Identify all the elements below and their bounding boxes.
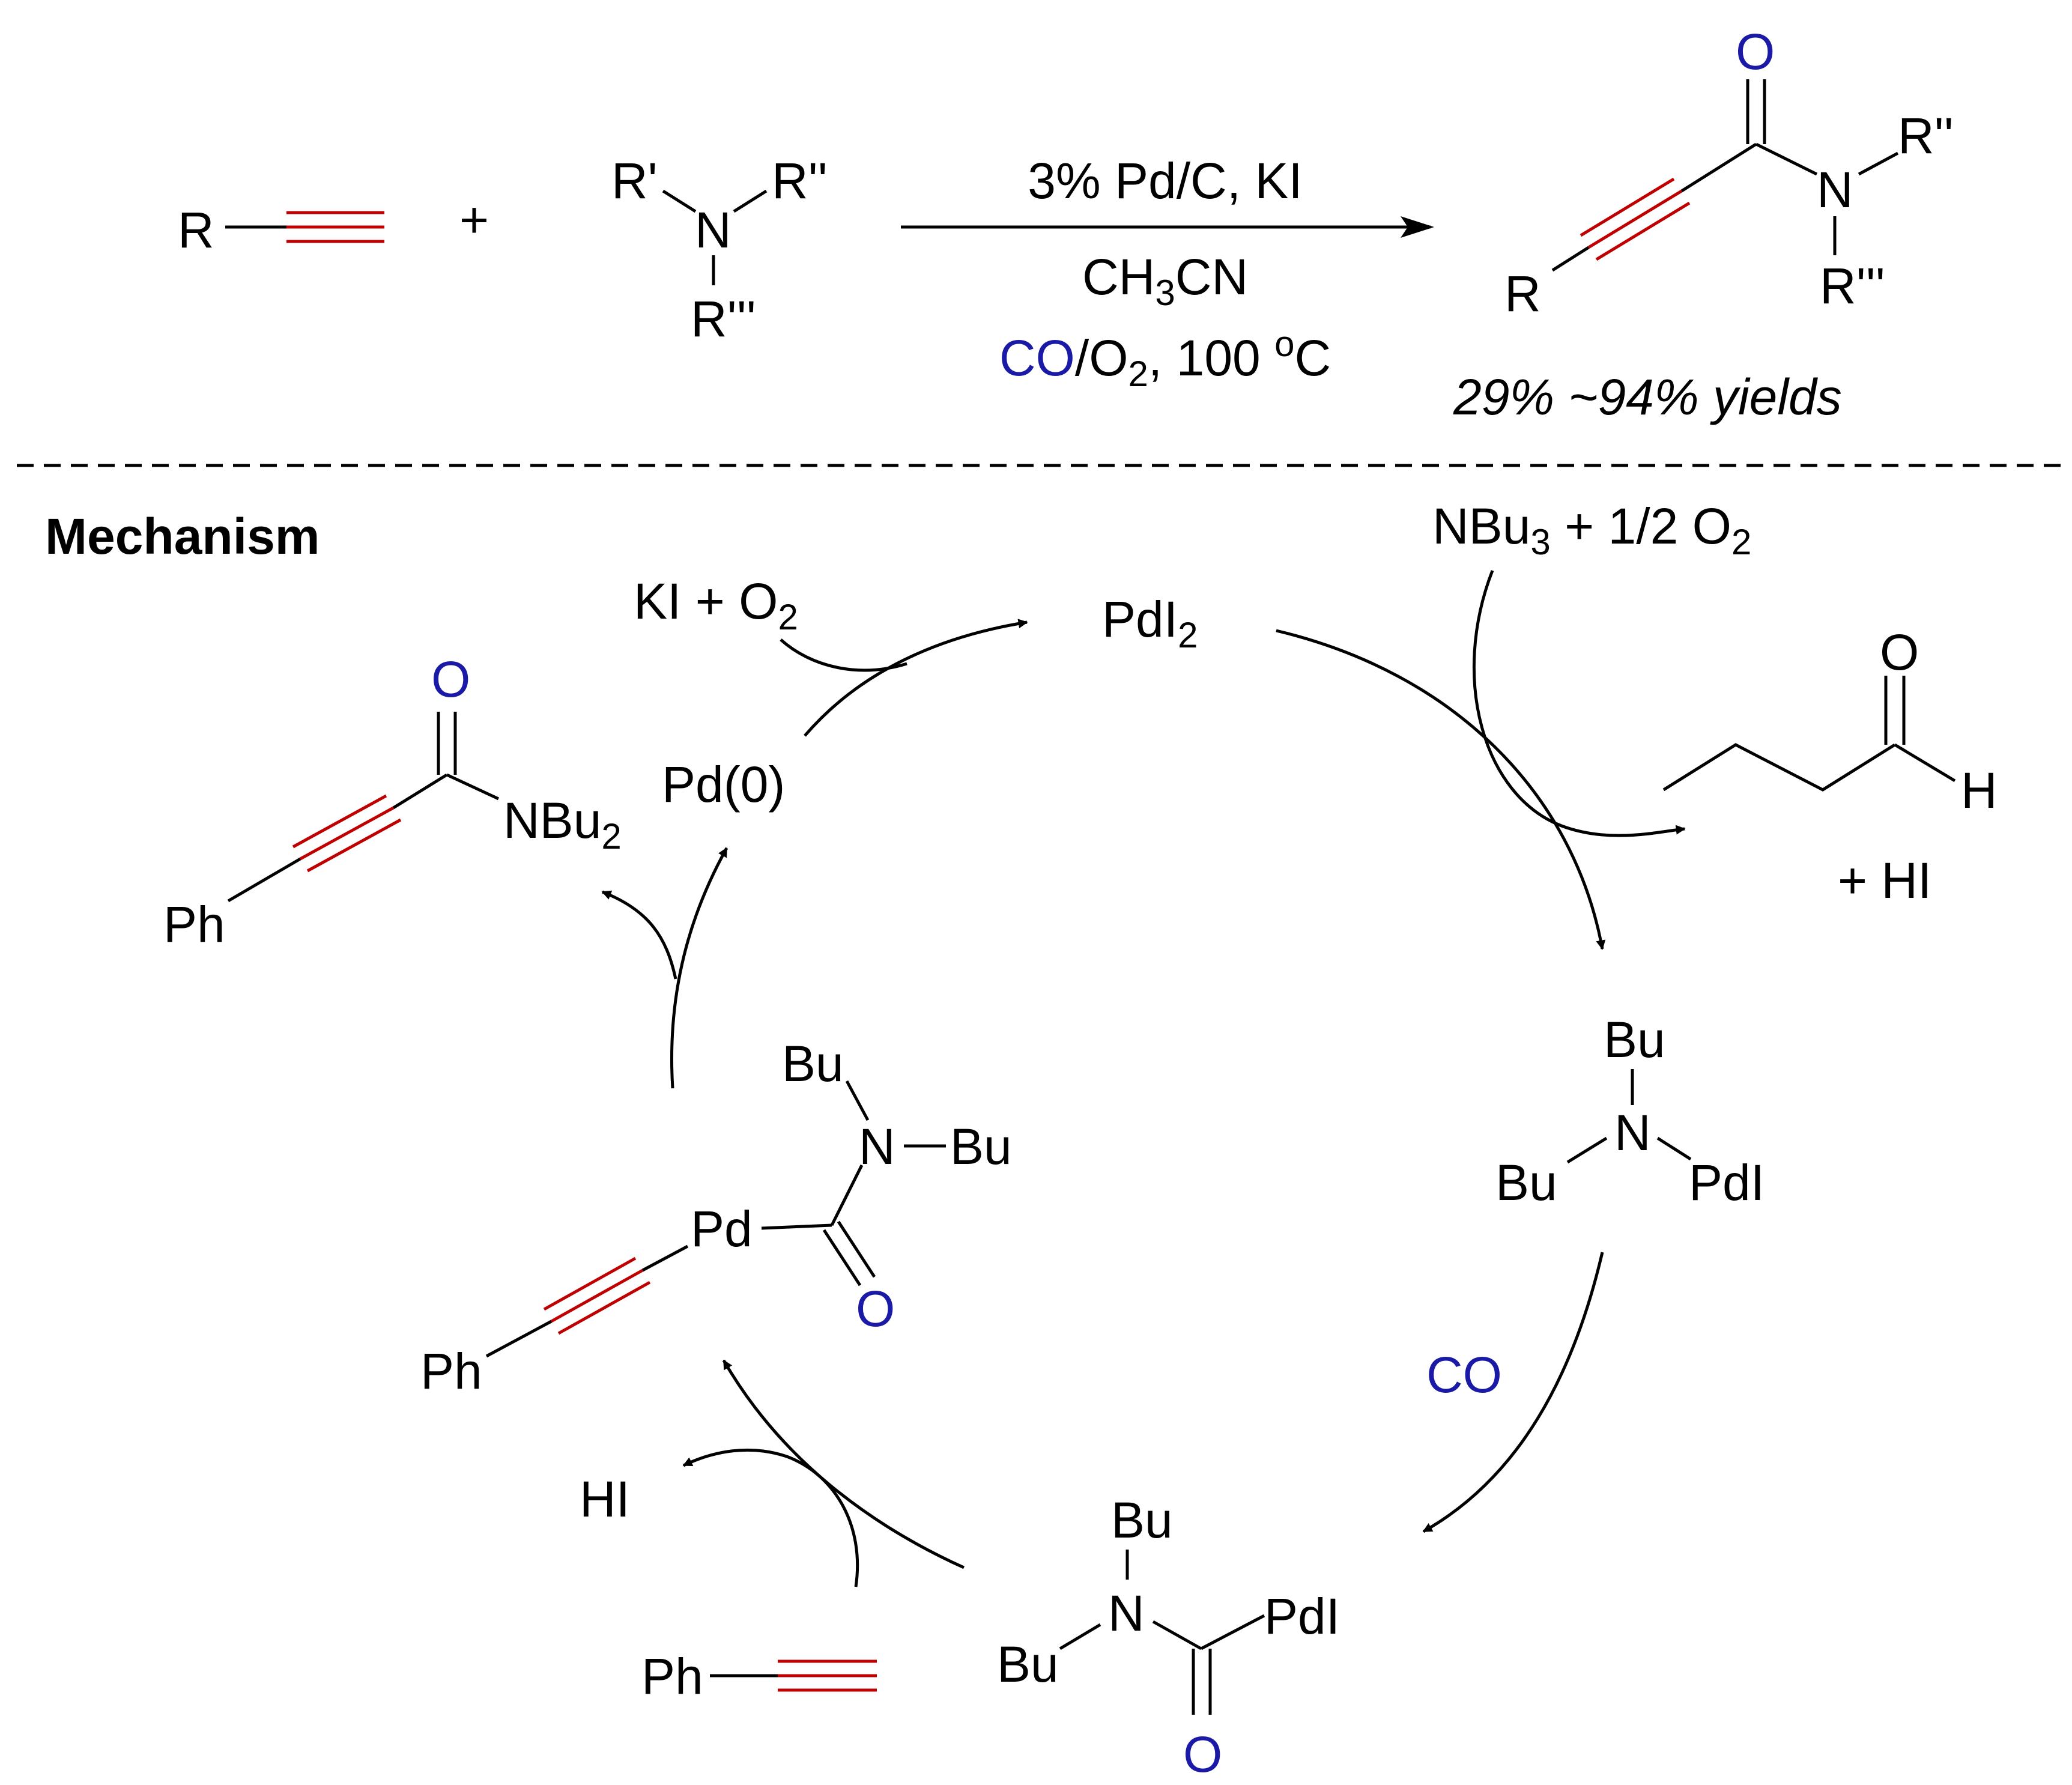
condition-solvent: CH3CN — [1082, 249, 1248, 313]
product-o-label: O — [1736, 23, 1775, 80]
amine-r1-label: R' — [611, 153, 658, 209]
amine-n-label: N — [695, 202, 732, 258]
amide-n-label: NBu2 — [503, 792, 622, 856]
arrow-carbamoyl-to-alkynylpd — [722, 1359, 965, 1569]
mechanism-heading: Mechanism — [45, 508, 320, 565]
phenylacetylene-reagent: Ph — [641, 1648, 877, 1705]
cycle-arrows — [601, 570, 1686, 1587]
triple-bond — [286, 211, 384, 243]
product-n-label: N — [1817, 162, 1853, 218]
arrow-ki-o2-entry — [780, 638, 907, 672]
arrow-pd0-to-pdi2 — [804, 619, 1028, 737]
amido-bu-top: Bu — [1604, 1011, 1665, 1068]
condition-catalyst: 3% Pd/C, KI — [1028, 153, 1303, 209]
carbamoyl-palladium-intermediate: Bu N Bu PdI O — [997, 1492, 1340, 1783]
alkynylpd-n-label: N — [859, 1118, 895, 1175]
alkynylpd-ph-label: Ph — [420, 1343, 482, 1399]
triple-bond — [1580, 177, 1691, 261]
arrow-phenylacetylene-entry-hi-exit — [682, 1448, 859, 1587]
terminal-alkyne-reactant: R — [178, 202, 384, 258]
arrow-pdi2-to-amido — [1276, 629, 1606, 950]
alkynylpd-pd-label: Pd — [691, 1201, 753, 1257]
product-r2-label: R'' — [1898, 108, 1954, 164]
amine-r2-label: R'' — [772, 153, 828, 209]
ynamide-product: O N R'' R''' R — [1504, 23, 1954, 322]
co-reagent: CO — [1426, 1347, 1502, 1403]
pd0-species: Pd(0) — [662, 756, 785, 813]
ki-o2-reagent: KI + O2 — [634, 573, 798, 637]
carbamoyl-n-label: N — [1108, 1585, 1145, 1641]
amide-o-label: O — [431, 651, 470, 708]
amine-reactant: R' R'' N R''' — [611, 153, 828, 347]
aldehyde-h-label: H — [1961, 762, 1998, 819]
butanal-byproduct: O H — [1662, 624, 1998, 819]
alkyne-r-label: R — [178, 202, 214, 258]
phenylacetylene-ph-label: Ph — [641, 1648, 703, 1705]
product-r3-label: R''' — [1820, 258, 1885, 314]
amine-r3-label: R''' — [691, 291, 756, 347]
yield-range: 29% ~94% yields — [1453, 369, 1842, 425]
alkynylpd-bu-right: Bu — [950, 1118, 1012, 1175]
amide-ph-label: Ph — [163, 896, 225, 953]
carbamoyl-bu-left: Bu — [997, 1636, 1059, 1693]
arrow-amido-to-carbamoyl — [1422, 1252, 1604, 1533]
carbamoyl-o-label: O — [1183, 1726, 1222, 1783]
plus-sign: + — [459, 192, 489, 248]
arrow-to-amide-product — [601, 890, 677, 980]
triple-bond — [292, 794, 402, 873]
alkynylpd-bu-top: Bu — [782, 1035, 844, 1092]
amido-bu-left: Bu — [1495, 1154, 1557, 1211]
amido-pdi-label: PdI — [1689, 1154, 1765, 1211]
pdi2-species: PdI2 — [1102, 591, 1198, 655]
carbamoyl-bu-top: Bu — [1111, 1492, 1173, 1548]
amido-n-label: N — [1614, 1105, 1651, 1161]
triple-bond — [543, 1256, 651, 1335]
product-r-label: R — [1504, 265, 1541, 322]
alkynyl-carbamoyl-palladium-intermediate: Bu N Bu Pd O Ph — [420, 1035, 1012, 1399]
aldehyde-o-label: O — [1880, 624, 1919, 680]
reaction-arrow — [901, 216, 1434, 238]
amido-palladium-intermediate: Bu N Bu PdI — [1495, 1011, 1765, 1211]
hi-byproduct-top: + HI — [1838, 852, 1931, 909]
hi-byproduct-bottom: HI — [580, 1471, 630, 1527]
arrow-nbu3-entry-aldehyde-exit — [1472, 570, 1686, 837]
alkynylpd-o-label: O — [856, 1280, 895, 1337]
condition-gas-temperature: CO/O2, 100 oC — [999, 324, 1331, 394]
arrow-alkynylpd-to-pd0 — [670, 847, 729, 1089]
carbamoyl-pdi-label: PdI — [1264, 1588, 1340, 1644]
phenylpropiolamide-product: O NBu2 Ph — [163, 651, 622, 953]
nbu3-o2-reagent: NBu3 + 1/2 O2 — [1432, 498, 1751, 562]
